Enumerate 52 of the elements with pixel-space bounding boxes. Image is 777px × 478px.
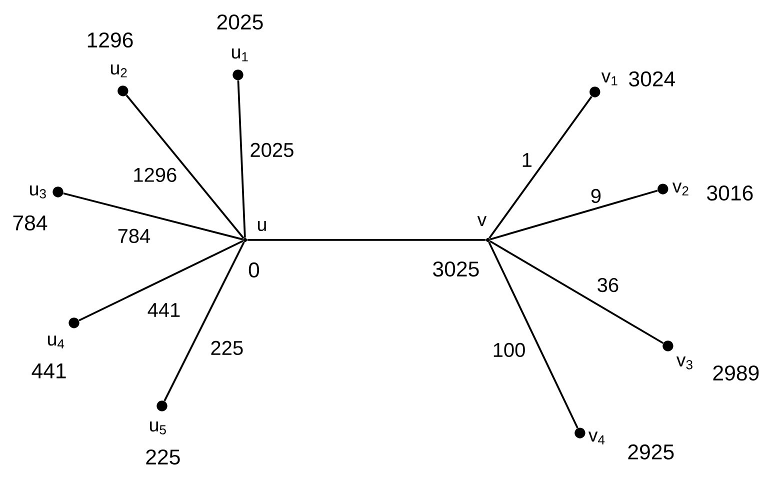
junction-point	[243, 238, 248, 242]
value-label: 3025	[433, 262, 479, 277]
vertex-label: v$_{2}$	[672, 182, 688, 196]
edge-label: 441	[146, 302, 182, 318]
vertex-label: u$_{3}$	[30, 186, 46, 198]
vertex-label: v$_{3}$	[676, 356, 692, 370]
value-label: 784	[13, 215, 48, 230]
edge-line	[164, 242, 245, 402]
vertex-label: v$_{1}$	[601, 72, 618, 86]
vertex-dot	[590, 86, 600, 98]
value-label: 2925	[628, 444, 674, 460]
value-label: 1296	[88, 32, 133, 48]
vertex-dot	[68, 318, 80, 328]
vertex-dot	[118, 86, 128, 96]
edge-line	[63, 192, 244, 240]
edge-label: 225	[208, 340, 245, 356]
edge-label: 100	[491, 342, 528, 358]
edge-line	[247, 239, 486, 241]
edge-line	[489, 240, 664, 344]
edge-line	[488, 96, 592, 239]
value-label: 2989	[713, 366, 759, 381]
edge-line	[488, 242, 578, 428]
vertex-dot	[662, 340, 674, 352]
edge-line	[237, 80, 246, 238]
vertex-label: u$_{5}$	[150, 422, 166, 434]
vertex-label: u$_{2}$	[110, 64, 127, 78]
edge-line	[126, 94, 244, 239]
value-label: 441	[32, 364, 66, 378]
edge-line	[490, 190, 658, 240]
vertex-dot	[52, 186, 64, 198]
vertex-dot	[156, 400, 168, 412]
edge-label: 784	[116, 228, 152, 244]
edge-label: 1296	[131, 166, 178, 184]
vertex-label: u	[258, 220, 266, 232]
vertex-dot	[658, 184, 668, 194]
value-label: 3024	[629, 71, 676, 86]
vertex-label: u$_{1}$	[232, 48, 248, 62]
vertex-label: v	[477, 216, 487, 226]
vertex-dot	[232, 70, 244, 80]
vertex-label: u$_{4}$	[48, 336, 64, 348]
edge-label: 36	[596, 276, 620, 294]
value-label: 3016	[707, 186, 753, 201]
edge-label: 1	[520, 152, 534, 168]
edge-label: 2025	[248, 142, 296, 158]
value-label: 0	[248, 262, 260, 278]
edge-line	[78, 240, 244, 322]
vertex-label: v$_{4}$	[588, 432, 605, 444]
value-label: 2025	[217, 14, 263, 30]
vertex-dot	[574, 428, 586, 438]
value-label: 225	[146, 450, 180, 465]
edge-label: 9	[589, 188, 603, 204]
junction-point	[486, 238, 490, 242]
